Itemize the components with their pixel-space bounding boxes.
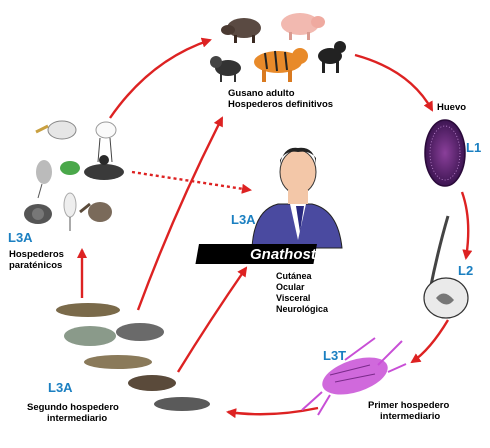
human-group: L3A Gnathostomosis Cutánea Ocular Viscer… — [195, 147, 368, 314]
egg-icon — [424, 119, 466, 187]
cycle-arrows — [76, 37, 473, 419]
paratenic-label-line1: Hospederos — [9, 249, 64, 260]
first-host-group: L3T Primer hospedero intermediario — [301, 337, 449, 422]
first-host-label-line1: Primer hospedero — [368, 400, 449, 411]
arrow-paratenic-to-human — [131, 170, 252, 194]
egret-icon — [95, 121, 117, 163]
arrow-first-host-to-second-host — [226, 406, 319, 419]
turtle-icon — [24, 204, 52, 224]
heron-icon — [36, 160, 52, 199]
second-host-stage-code: L3A — [48, 380, 73, 395]
paratenic-label-line2: paraténicos — [9, 260, 62, 271]
first-host-label-line2: intermediario — [380, 411, 440, 422]
definitive-hosts-group: Gusano adulto Hospederos definitivos — [210, 13, 346, 110]
disease-form-4: Neurológica — [276, 304, 329, 314]
fish-icon — [56, 303, 120, 317]
first-host-stage-code: L3T — [323, 348, 346, 363]
fish-icon — [128, 375, 176, 391]
egg-stage-code: L1 — [466, 140, 481, 155]
definitive-hosts-label-line2: Hospederos definitivos — [228, 99, 333, 110]
second-host-label-line1: Segundo hospedero — [27, 402, 119, 413]
fish-icon — [116, 323, 164, 341]
disease-form-1: Cutánea — [276, 271, 313, 281]
l2-larva-group: L2 — [423, 215, 473, 319]
egg-group: Huevo L1 — [424, 102, 481, 187]
definitive-hosts-label-line1: Gusano adulto — [228, 88, 295, 99]
pelican-icon — [35, 120, 77, 140]
fish-icon — [64, 326, 116, 346]
disease-name: Gnathostomosis — [250, 246, 368, 263]
frog-icon — [60, 161, 80, 175]
tiger-icon — [254, 48, 308, 82]
egg-label: Huevo — [437, 102, 466, 113]
disease-banner — [195, 244, 317, 264]
disease-form-3: Visceral — [276, 293, 310, 303]
pig-icon — [281, 13, 325, 40]
l2-larva-icon — [423, 215, 469, 319]
human-icon — [251, 147, 343, 249]
arrow-definitive-to-egg — [354, 53, 434, 112]
cormorant-icon — [84, 155, 124, 180]
brown-pelican-icon — [79, 202, 112, 222]
fish-icon — [154, 397, 210, 411]
fish-icon — [84, 355, 152, 369]
dog-icon — [318, 41, 346, 73]
paratenic-stage-code: L3A — [8, 230, 33, 245]
arrow-egg-to-l2 — [460, 191, 473, 260]
arrow-second-host-to-human — [176, 266, 248, 373]
arrow-paratenic-to-definitive — [109, 37, 212, 119]
human-stage-code: L3A — [231, 212, 256, 227]
second-host-label-line2: intermediario — [47, 413, 107, 424]
wild-boar-icon — [221, 18, 261, 43]
second-host-group: L3A Segundo hospedero intermediario — [27, 303, 210, 424]
arrow-l2-to-first-host — [410, 319, 450, 364]
cat-icon — [210, 56, 241, 82]
copepod-icon — [301, 337, 407, 416]
l2-stage-code: L2 — [458, 263, 473, 278]
disease-form-2: Ocular — [276, 282, 305, 292]
stork-icon — [63, 192, 77, 231]
arrow-second-host-to-definitive — [136, 116, 224, 311]
paratenic-hosts-group: L3A Hospederos paraténicos — [8, 120, 124, 271]
